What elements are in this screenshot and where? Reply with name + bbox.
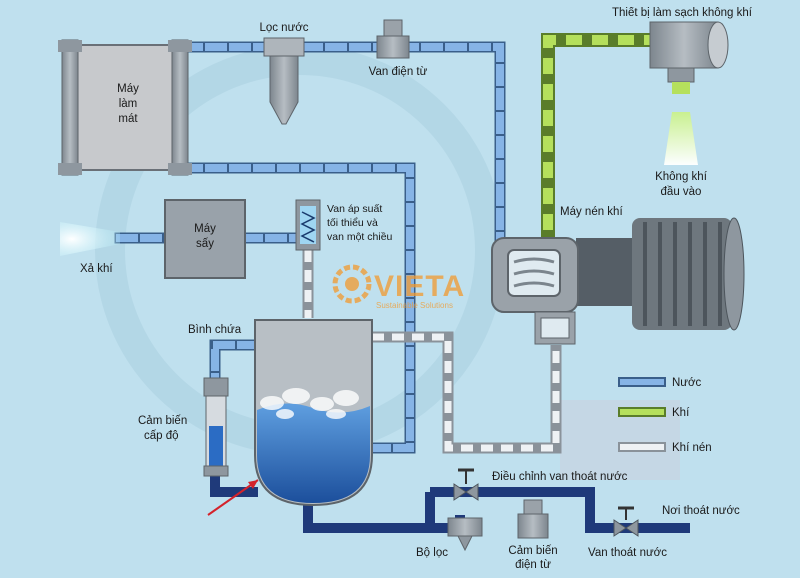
pressure-valve-label-line3: van một chiều <box>327 231 393 243</box>
level-sensor-label-line2: cấp độ <box>144 430 179 442</box>
legend-item-air: Khí <box>618 407 690 419</box>
solenoid-sensor: Cảm biến điện từ <box>508 499 558 571</box>
cooler-label-line2: làm <box>119 98 138 110</box>
pressure-valve-label-line1: Van áp suất <box>327 203 382 215</box>
bottom-filter: Bộ lọc <box>416 517 483 559</box>
legend: Nước Khí Khí nén <box>618 377 712 454</box>
level-sensor: Cảm biến cấp độ <box>138 377 229 477</box>
drain-adjust-label: Điều chỉnh van thoát nước <box>492 471 628 483</box>
air-cleaner: Thiết bị làm sạch không khí <box>612 7 753 94</box>
legend-item-compressed: Khí nén <box>618 442 712 454</box>
tank-label: Bình chứa <box>188 324 242 336</box>
solenoid-valve-top: Van điện từ <box>369 19 428 78</box>
legend-label-compressed: Khí nén <box>672 442 712 454</box>
legend-label-air: Khí <box>672 407 690 419</box>
dryer-label-line2: sấy <box>196 238 214 250</box>
drain-point-label: Nơi thoát nước <box>662 505 740 517</box>
cooler-label-line1: Máy <box>117 83 139 95</box>
drain-valve: Van thoát nước Nơi thoát nước <box>588 505 740 559</box>
air-inlet-label-line2: đầu vào <box>661 186 702 198</box>
pressure-valve: Van áp suất tối thiểu và van một chiều <box>295 199 393 251</box>
exhaust-outlet: Xả khí <box>60 222 120 275</box>
dryer-label-line1: Máy <box>194 223 216 235</box>
solenoid-sensor-label-line1: Cảm biến <box>508 545 557 557</box>
level-sensor-label-line1: Cảm biến <box>138 415 187 427</box>
water-filter-label: Lọc nước <box>259 22 308 34</box>
vieta-watermark: VIETA Sustainable Solutions <box>332 264 465 310</box>
solenoid-top-label: Van điện từ <box>369 66 428 78</box>
pressure-valve-label-line2: tối thiểu và <box>327 217 378 229</box>
watermark-brand: VIETA <box>374 270 465 303</box>
air-inlet: Không khí đầu vào <box>655 112 708 198</box>
compressor-label: Máy nén khí <box>560 206 623 218</box>
air-cleaner-label: Thiết bị làm sạch không khí <box>612 7 753 19</box>
drain-valve-label: Van thoát nước <box>588 547 667 559</box>
air-inlet-label-line1: Không khí <box>655 171 708 183</box>
air-intake-pipe <box>541 33 660 240</box>
drain-adjust-valve: Điều chỉnh van thoát nước <box>453 468 628 501</box>
filter-bottom-label: Bộ lọc <box>416 547 448 559</box>
watermark-tagline: Sustainable Solutions <box>376 301 453 310</box>
dryer-unit: Máy sấy <box>164 199 246 279</box>
exhaust-label: Xả khí <box>80 263 113 275</box>
cooler-unit: Máy làm mát <box>58 39 192 176</box>
water-filter: Lọc nước <box>259 22 309 125</box>
legend-label-water: Nước <box>672 377 702 389</box>
storage-tank: Bình chứa <box>188 319 373 516</box>
compressed-air-pipes <box>302 250 562 454</box>
compressor-unit: Máy nén khí <box>491 206 745 345</box>
cooler-label-line3: mát <box>118 113 138 125</box>
solenoid-sensor-label-line2: điện từ <box>515 559 551 571</box>
legend-item-water: Nước <box>618 377 702 389</box>
